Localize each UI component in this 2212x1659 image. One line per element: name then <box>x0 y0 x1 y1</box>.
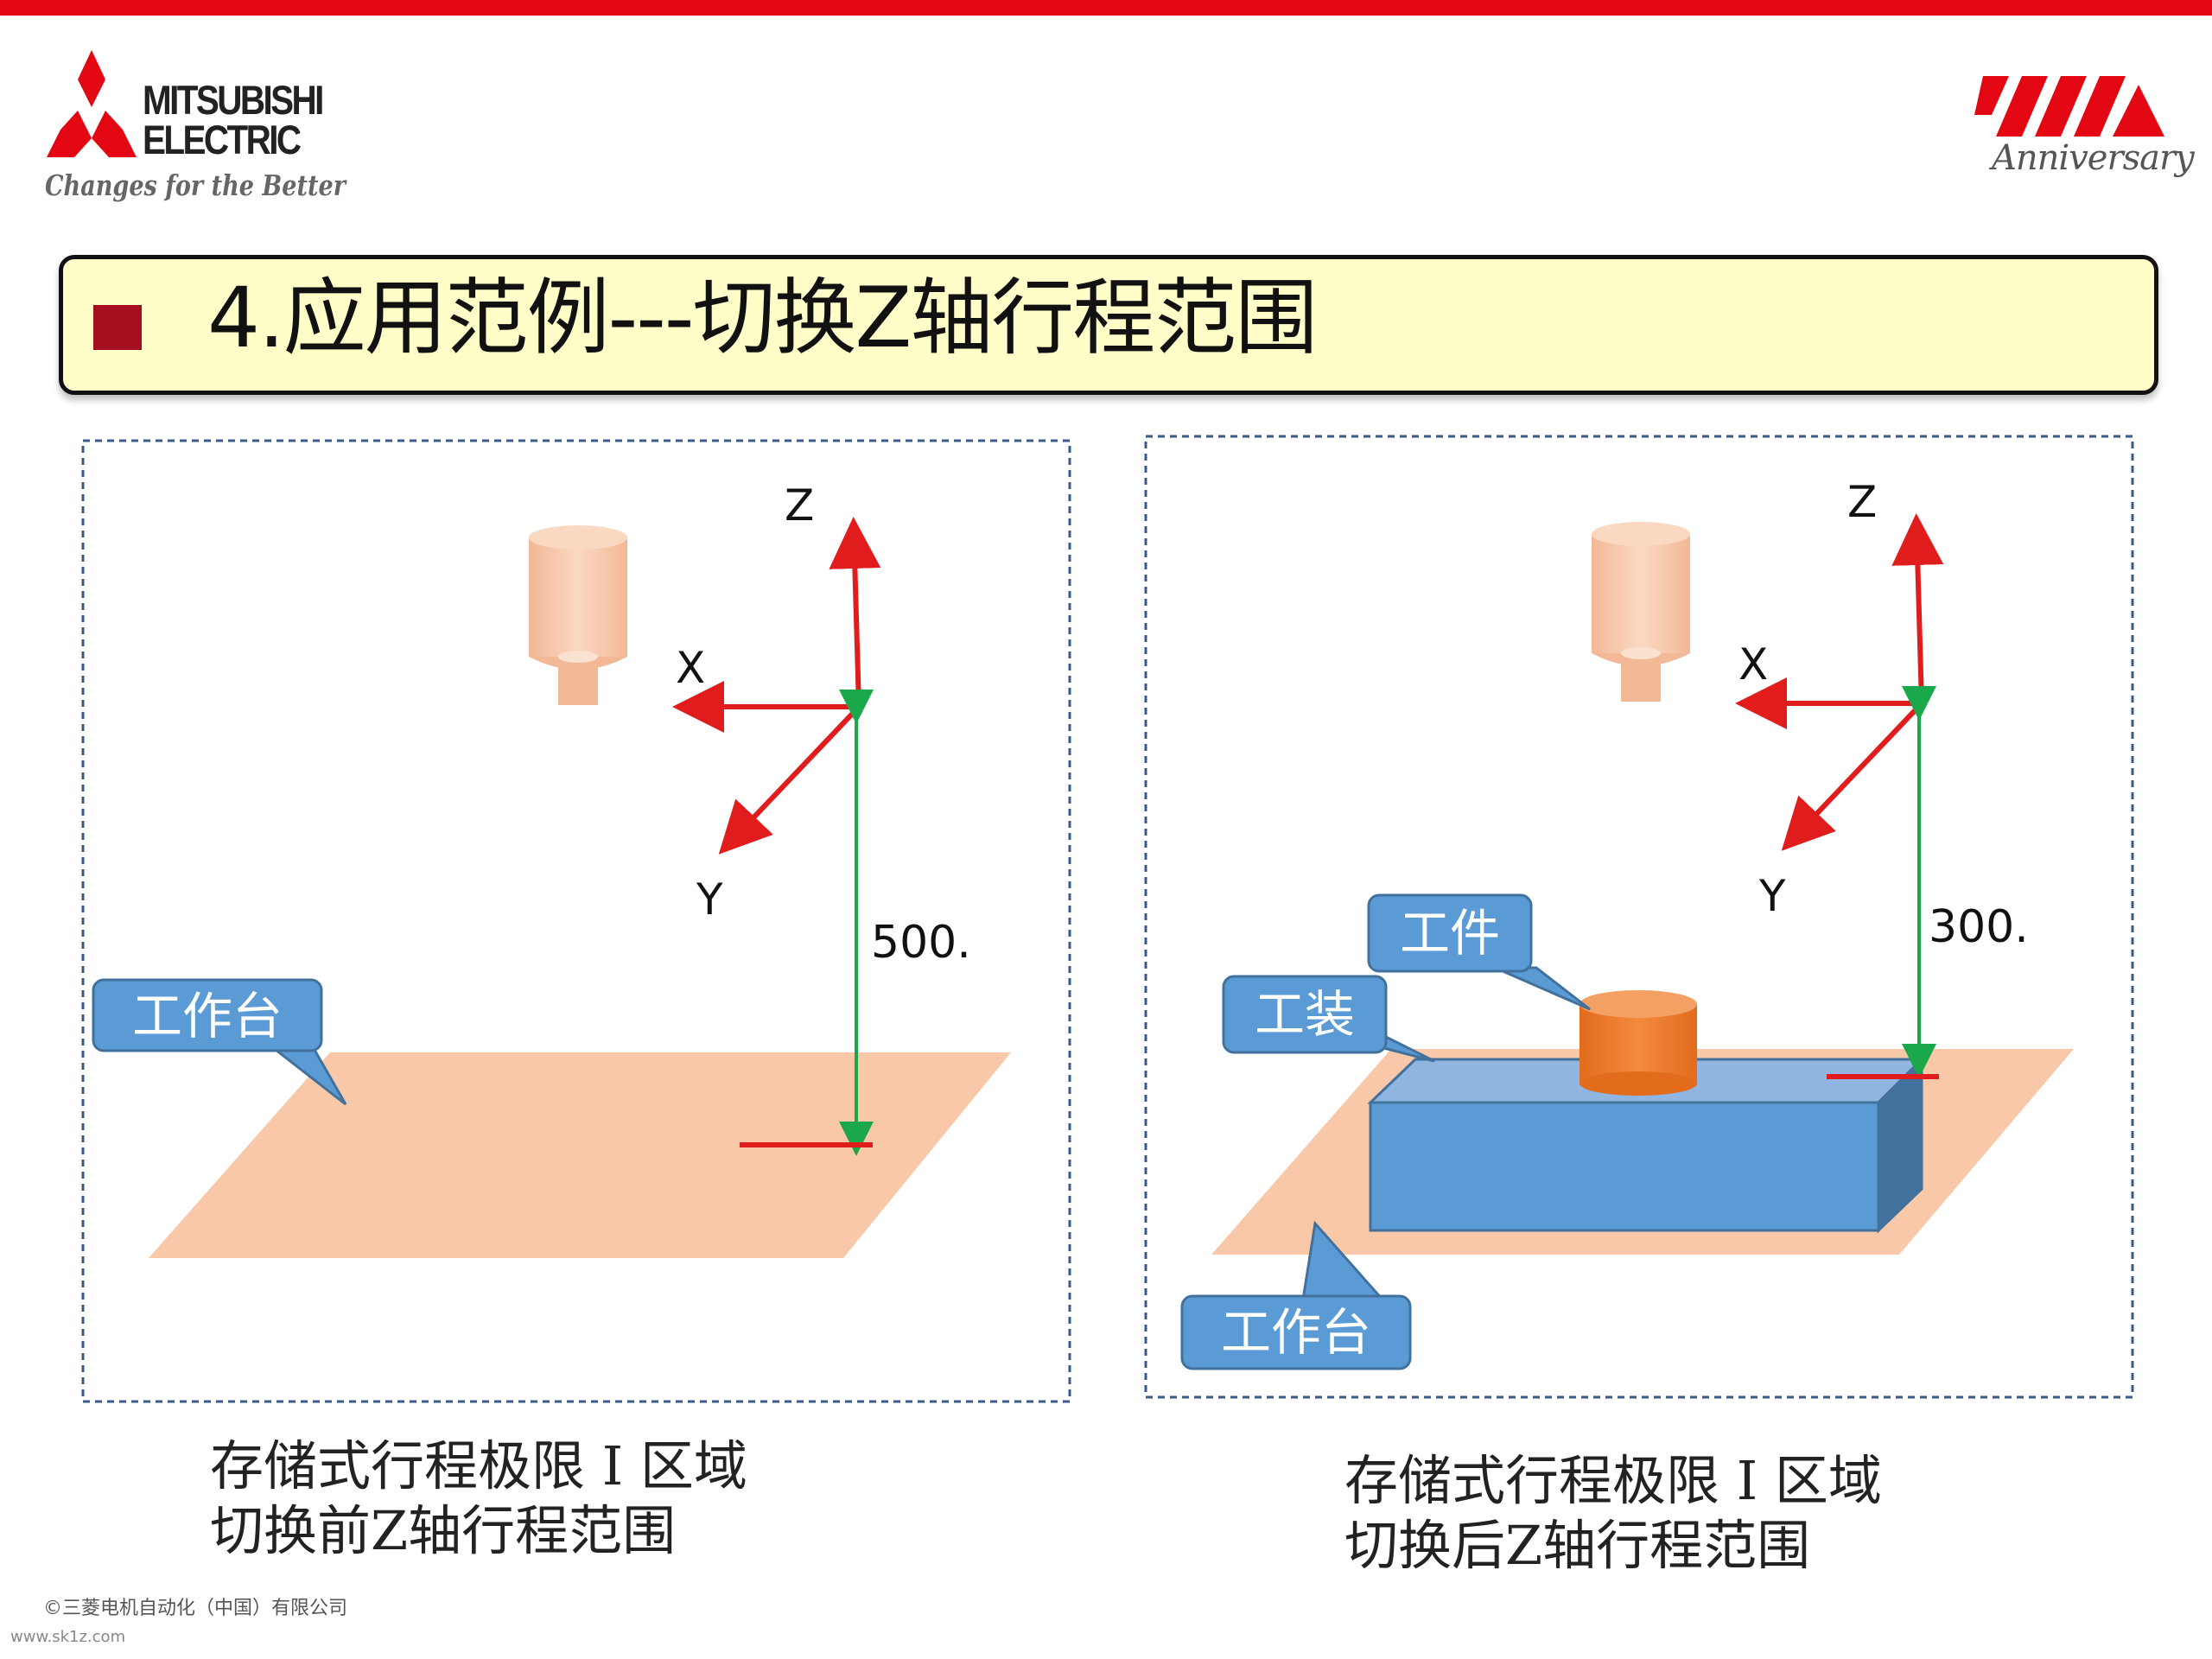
brand-line-2: ELECTRIC <box>143 117 302 162</box>
left-callout-worktable: 工作台 <box>92 978 347 1106</box>
anniversary-logo-icon <box>1974 76 2164 137</box>
left-callout-worktable-text: 工作台 <box>132 987 283 1046</box>
brand-line-1: MITSUBISHI <box>143 77 324 123</box>
left-spindle-icon <box>529 525 627 705</box>
right-axis-x-label: X <box>1738 639 1768 690</box>
title-bullet-square <box>93 305 142 350</box>
left-caption-line-1: 存储式行程极限 I 区域 <box>210 1434 747 1497</box>
right-caption-line-2: 切换后Z轴行程范围 <box>1344 1514 1811 1577</box>
left-axis-y-label: Y <box>696 874 723 925</box>
left-worktable <box>149 1052 1011 1258</box>
left-caption-line-2: 切换前Z轴行程范围 <box>210 1499 677 1562</box>
right-axis-z-label: Z <box>1847 477 1877 527</box>
right-callout-workpiece: 工件 <box>1367 893 1591 1011</box>
right-fixture-box <box>1367 1056 1925 1234</box>
right-caption-line-1: 存储式行程极限 I 区域 <box>1344 1449 1882 1512</box>
right-axis-y-label: Y <box>1758 871 1786 921</box>
title-banner <box>59 255 2158 395</box>
mitsubishi-logo-icon <box>47 50 137 157</box>
left-panel-frame <box>81 439 1071 1403</box>
right-panel-frame <box>1144 435 2134 1399</box>
left-z-axis-arrow <box>829 517 881 708</box>
right-spindle-icon <box>1592 522 1690 702</box>
top-red-bar <box>0 0 2212 16</box>
right-distance-label: 300. <box>1929 901 2029 953</box>
right-callout-worktable-text: 工作台 <box>1221 1303 1371 1362</box>
right-z-axis-arrow <box>1891 513 1944 704</box>
left-axis-z-label: Z <box>785 480 814 531</box>
anniversary-text: Anniversary <box>1992 138 2195 178</box>
right-callout-fixture: 工装 <box>1222 975 1435 1063</box>
right-callout-worktable: 工作台 <box>1180 1220 1412 1370</box>
footer-copyright: ©三菱电机自动化（中国）有限公司 <box>43 1598 348 1619</box>
left-y-axis-arrow <box>718 704 861 855</box>
right-workpiece-cylinder <box>1580 990 1697 1096</box>
left-distance-label: 500. <box>871 917 971 969</box>
left-axis-x-label: X <box>676 643 705 693</box>
right-callout-fixture-text: 工装 <box>1255 985 1355 1044</box>
page-title: 4.应用范例---切换Z轴行程范围 <box>207 270 1318 366</box>
brand-tagline: Changes for the Better <box>45 168 346 202</box>
right-callout-workpiece-text: 工件 <box>1400 904 1500 963</box>
footer-site: www.sk1z.com <box>10 1628 126 1646</box>
right-y-axis-arrow <box>1781 701 1924 851</box>
